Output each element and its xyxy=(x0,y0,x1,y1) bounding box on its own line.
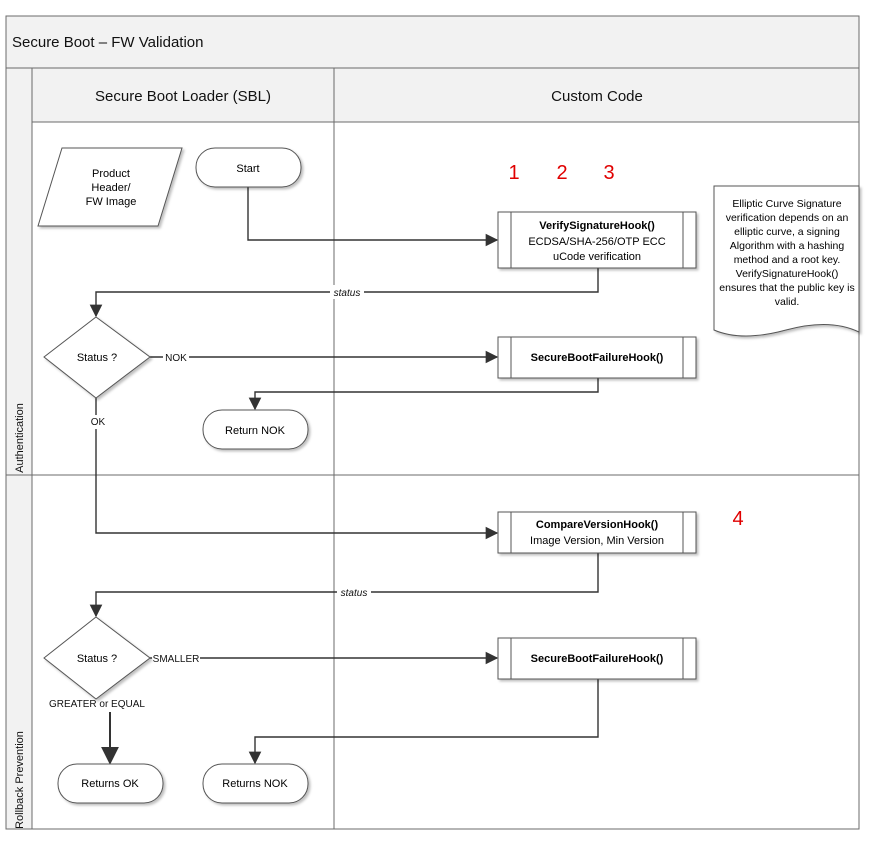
node-text: Header/ xyxy=(91,182,131,194)
column-header-sbl: Secure Boot Loader (SBL) xyxy=(95,88,271,105)
compare-version-hook-process: CompareVersionHook() Image Version, Min … xyxy=(497,511,697,554)
start-terminator: Start xyxy=(195,147,302,188)
step-number: 1 xyxy=(508,162,519,184)
diagram-title: Secure Boot – FW Validation xyxy=(12,34,203,51)
node-title: SecureBootFailureHook() xyxy=(531,653,664,665)
node-title: SecureBootFailureHook() xyxy=(531,352,664,364)
node-text: Status ? xyxy=(77,653,117,665)
note-text: Algorithm with a hashing xyxy=(730,240,845,252)
node-title: CompareVersionHook() xyxy=(536,519,659,531)
note-text: valid. xyxy=(775,296,800,308)
secure-boot-failure-hook-process: SecureBootFailureHook() xyxy=(497,637,697,680)
swimlane-frame xyxy=(5,15,860,830)
status-decision-1: Status ? xyxy=(43,316,151,399)
note-text: Elliptic Curve Signature xyxy=(732,198,841,210)
edge-label-nok: NOK xyxy=(165,353,187,364)
edge-label-ok: OK xyxy=(91,417,106,428)
secure-boot-failure-hook-process: SecureBootFailureHook() xyxy=(497,336,697,379)
note-text: method and a root key. xyxy=(734,254,841,266)
edge-label-status: status xyxy=(341,588,368,599)
edge-status1-ok xyxy=(95,398,499,540)
returns-ok-terminator: Returns OK xyxy=(57,763,164,804)
note-text: VerifySignatureHook() xyxy=(736,268,839,280)
node-text: Returns NOK xyxy=(222,778,288,790)
column-header-custom-code: Custom Code xyxy=(551,88,643,105)
node-text: uCode verification xyxy=(553,251,641,263)
returns-nok-terminator: Returns NOK xyxy=(202,763,309,804)
edge-start-to-verify xyxy=(247,187,499,247)
edge-label-greater-or-equal: GREATER or EQUAL xyxy=(49,699,145,710)
node-title: VerifySignatureHook() xyxy=(539,220,655,232)
edge-failure1-to-return xyxy=(248,378,599,411)
return-nok-terminator: Return NOK xyxy=(202,409,309,450)
lane-label-rollback-prevention: Rollback Prevention xyxy=(14,731,26,829)
verify-signature-hook-process: VerifySignatureHook() ECDSA/SHA-256/OTP … xyxy=(497,211,697,269)
node-text: Start xyxy=(236,163,259,175)
product-header-data-node: Product Header/ FW Image xyxy=(37,147,183,227)
node-text: Image Version, Min Version xyxy=(530,535,664,547)
note-text: elliptic curve, a signing xyxy=(734,226,840,238)
note-text: ensures that the public key is xyxy=(719,282,854,294)
edge-label-smaller: SMALLER xyxy=(153,654,200,665)
node-text: ECDSA/SHA-256/OTP ECC xyxy=(528,236,665,248)
elliptic-curve-note: Elliptic Curve Signature verification de… xyxy=(713,185,860,337)
node-text: Status ? xyxy=(77,352,117,364)
step-number: 2 xyxy=(556,162,567,184)
node-text: FW Image xyxy=(86,196,137,208)
node-text: Return NOK xyxy=(225,425,286,437)
status-decision-2: Status ? xyxy=(43,616,151,700)
note-text: verification depends on an xyxy=(726,212,849,224)
lane-label-authentication: Authentication xyxy=(14,403,26,473)
edge-failure2-to-return xyxy=(248,679,599,765)
step-number: 3 xyxy=(603,162,614,184)
edge-label-status: status xyxy=(334,288,361,299)
node-text: Returns OK xyxy=(81,778,139,790)
step-number: 4 xyxy=(732,508,743,530)
node-text: Product xyxy=(92,168,130,180)
